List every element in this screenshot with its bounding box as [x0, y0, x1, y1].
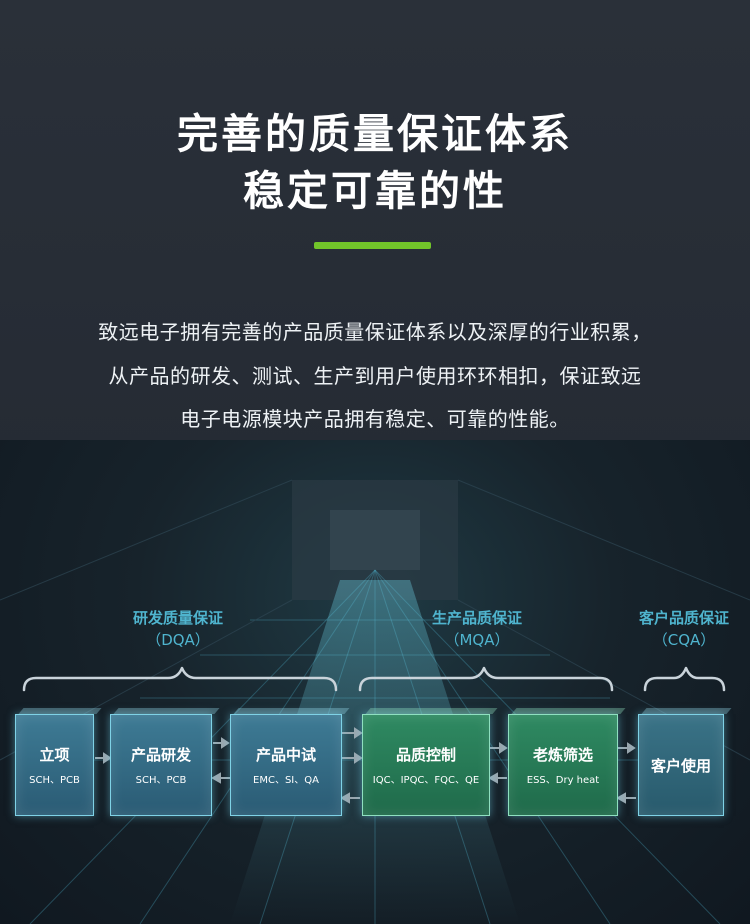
- phase-dqa-label: 研发质量保证: [132, 609, 223, 627]
- step-name: 产品研发: [130, 746, 191, 764]
- phase-cqa-label: 客户品质保证: [638, 609, 729, 627]
- step-product-development: 产品研发 SCH、PCB: [110, 708, 220, 816]
- phase-braces: [22, 666, 726, 692]
- mqa-brace: [358, 666, 614, 692]
- cqa-brace: [643, 666, 726, 692]
- flow-arrows: [95, 727, 636, 804]
- step-code: SCH、PCB: [135, 775, 187, 786]
- phase-cqa-code: （CQA）: [652, 631, 716, 649]
- step-name: 客户使用: [650, 756, 711, 775]
- phase-dqa: 研发质量保证 （DQA）: [110, 607, 246, 651]
- step-project-initiation: 立项 SCH、PCB: [15, 708, 102, 816]
- step-name: 产品中试: [255, 746, 316, 764]
- header-background: [0, 0, 750, 460]
- phase-cqa: 客户品质保证 （CQA）: [618, 607, 750, 651]
- step-name: 品质控制: [395, 746, 456, 764]
- step-pilot-production: 产品中试 EMC、SI、QA: [230, 708, 350, 816]
- step-name: 老炼筛选: [532, 746, 593, 764]
- step-code: EMC、SI、QA: [253, 775, 319, 786]
- dqa-brace: [22, 666, 338, 692]
- page-title-line2: 稳定可靠的性: [243, 167, 507, 215]
- page-title-line1: 完善的质量保证体系: [177, 110, 573, 158]
- step-name: 立项: [39, 746, 70, 764]
- step-code: IQC、IPQC、FQC、QE: [372, 775, 480, 786]
- phase-dqa-code: （DQA）: [146, 631, 210, 649]
- step-code: ESS、Dry heat: [526, 775, 600, 786]
- description-line2: 从产品的研发、测试、生产到用户使用环环相扣，保证致远: [108, 364, 642, 388]
- description-line1: 致远电子拥有完善的产品质量保证体系以及深厚的行业积累，: [98, 320, 652, 344]
- phase-mqa: 生产品质保证 （MQA）: [409, 607, 545, 651]
- description-line3: 电子电源模块产品拥有稳定、可靠的性能。: [180, 407, 570, 431]
- title-underline: [314, 242, 431, 249]
- phase-mqa-label: 生产品质保证: [431, 609, 522, 627]
- step-quality-control: 品质控制 IQC、IPQC、FQC、QE: [362, 708, 498, 816]
- step-customer-use: 客户使用: [638, 708, 732, 816]
- step-burn-in-screening: 老炼筛选 ESS、Dry heat: [508, 708, 626, 816]
- phase-mqa-code: （MQA）: [444, 631, 510, 649]
- step-code: SCH、PCB: [29, 775, 80, 786]
